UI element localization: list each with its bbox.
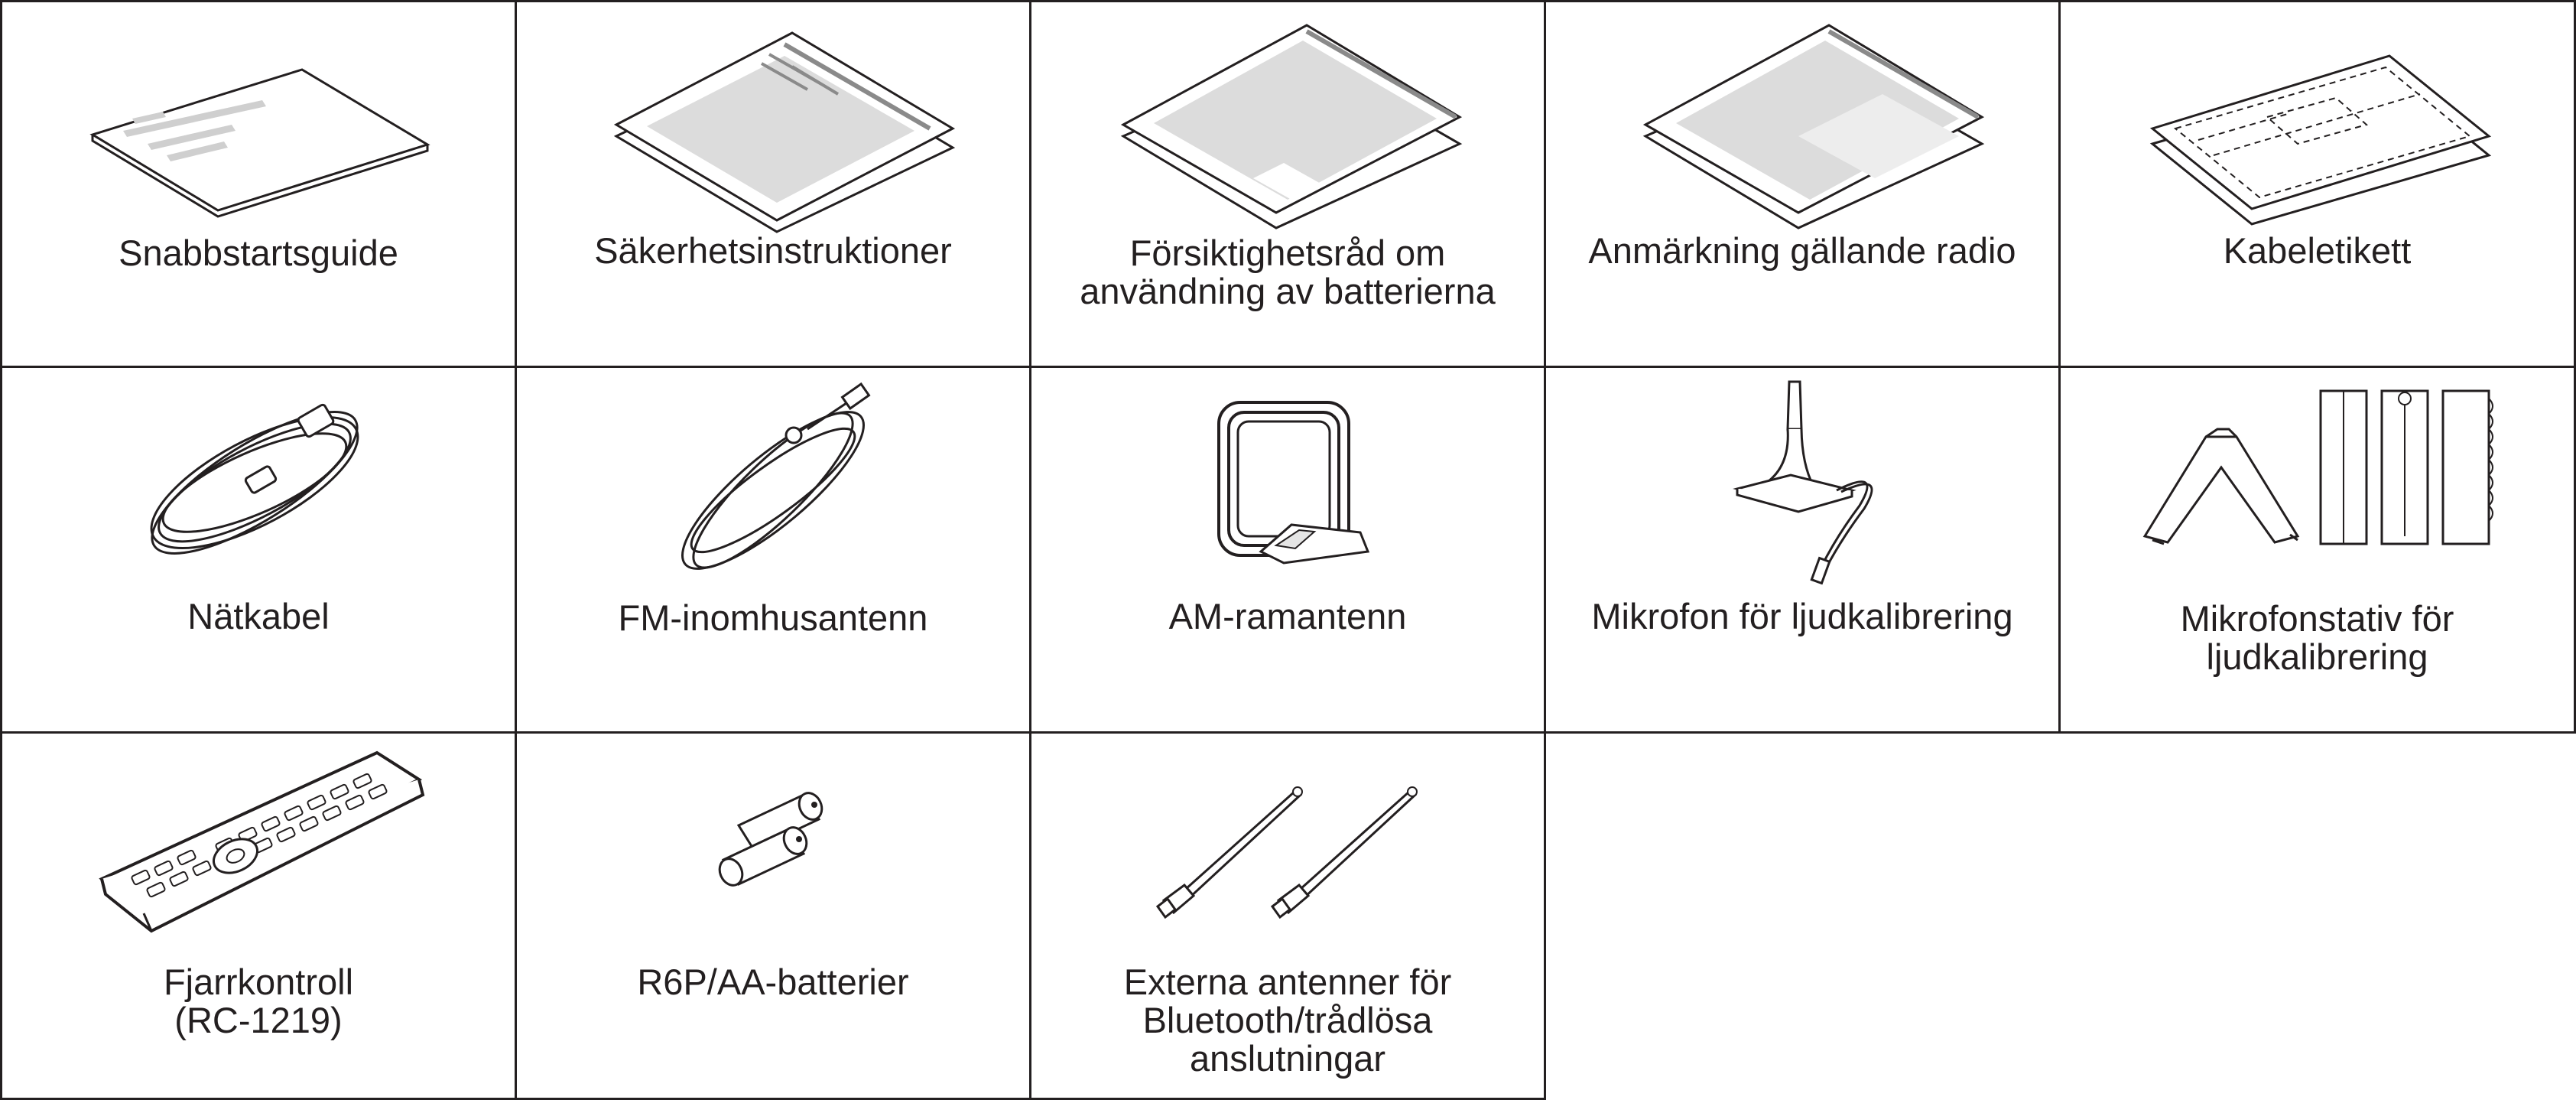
cell-power-cord: Nätkabel	[0, 366, 517, 734]
label-microphone: Mikrofon för ljudkalibrering	[1591, 596, 2013, 636]
cell-cable-label: Kabeletikett	[2058, 0, 2576, 368]
label-cable-label: Kabeletikett	[2223, 230, 2412, 271]
safety-instructions-icon	[517, 2, 1034, 232]
cell-am-loop-antenna: AM-ramantenn	[1029, 366, 1546, 734]
cell-microphone-stand: Mikrofonstativ för ljudkalibrering	[2058, 366, 2576, 734]
label-fm-antenna: FM-inomhusantenn	[618, 597, 928, 638]
label-am-loop-antenna: AM-ramantenn	[1168, 596, 1407, 636]
label-aa-batteries: R6P/AA-batterier	[637, 962, 909, 1002]
cell-microphone: Mikrofon för ljudkalibrering	[1544, 366, 2061, 734]
cell-fm-antenna: FM-inomhusantenn	[515, 366, 1031, 734]
label-radio-notice: Anmärkning gällande radio	[1588, 230, 2016, 271]
label-safety-instructions: Säkerhetsinstruktioner	[594, 230, 952, 271]
cell-radio-notice: Anmärkning gällande radio	[1544, 0, 2061, 368]
cell-safety-instructions: Säkerhetsinstruktioner	[515, 0, 1031, 368]
external-antennas-icon	[1031, 734, 1548, 963]
fm-antenna-icon	[517, 368, 1034, 597]
cell-remote-control: Fjarrkontroll (RC-1219)	[0, 731, 517, 1100]
label-battery-precautions: Försiktighetsråd om användning av batter…	[1080, 233, 1496, 311]
label-external-antennas: Externa antenner för Bluetooth/trådlösa …	[1123, 962, 1452, 1079]
label-microphone-stand: Mikrofonstativ för ljudkalibrering	[2180, 598, 2454, 677]
power-cord-icon	[2, 368, 519, 597]
quick-start-guide-icon	[2, 2, 519, 232]
am-loop-antenna-icon	[1031, 368, 1548, 597]
radio-notice-icon	[1546, 2, 2063, 232]
label-quick-start-guide: Snabbstartsguide	[119, 233, 398, 273]
label-power-cord: Nätkabel	[187, 596, 330, 636]
microphone-stand-icon	[2061, 368, 2576, 597]
cable-label-icon	[2061, 2, 2576, 232]
remote-control-icon	[2, 734, 519, 963]
aa-batteries-icon	[517, 734, 1034, 963]
cell-battery-precautions: Försiktighetsråd om användning av batter…	[1029, 0, 1546, 368]
cell-aa-batteries: R6P/AA-batterier	[515, 731, 1031, 1100]
battery-precautions-icon	[1031, 2, 1548, 232]
cell-quick-start-guide: Snabbstartsguide	[0, 0, 517, 368]
microphone-icon	[1546, 368, 2063, 597]
label-remote-control: Fjarrkontroll (RC-1219)	[163, 962, 354, 1040]
cell-external-antennas: Externa antenner för Bluetooth/trådlösa …	[1029, 731, 1546, 1100]
